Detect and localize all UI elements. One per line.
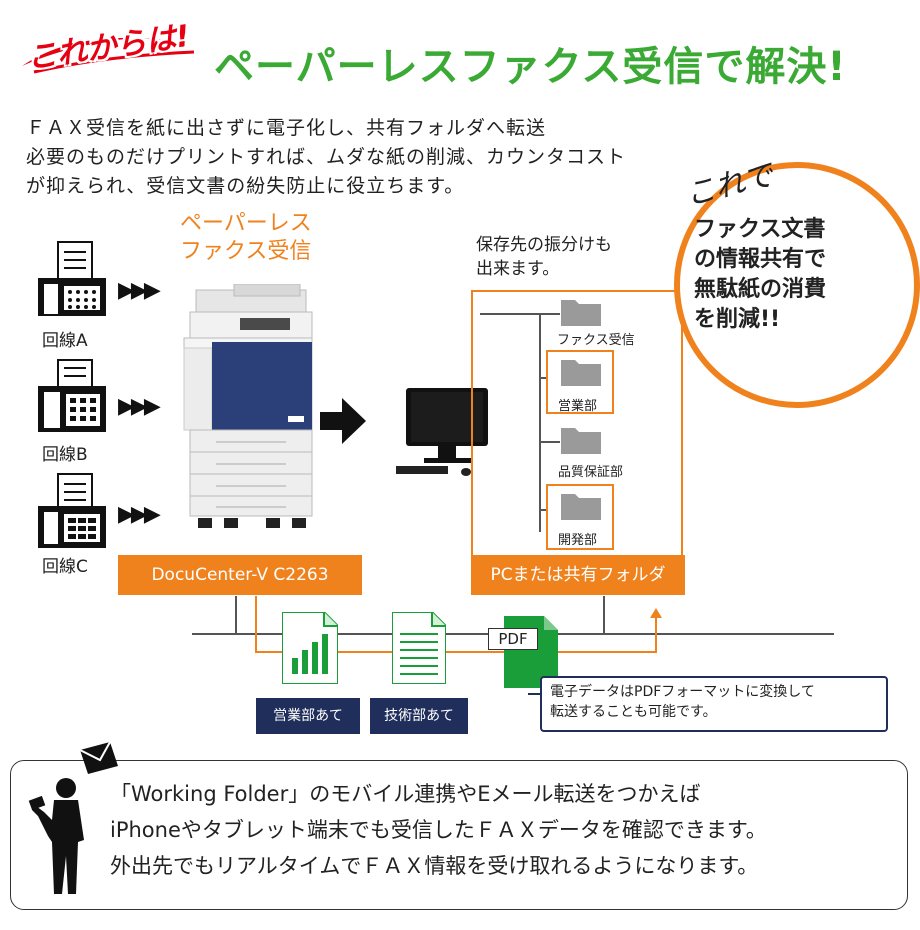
circle-line: ファクス文書 (694, 217, 826, 242)
storage-line: 出来ます。 (476, 259, 560, 279)
bottom-line: 「Working Folder」のモバイル連携やEメール転送をつかえば (110, 782, 701, 806)
circle-line: 無駄紙の消費 (694, 277, 827, 302)
dept-label-tech: 技術部あて (370, 698, 468, 734)
folder-icon (561, 494, 601, 520)
circle-line: を削減!! (694, 307, 781, 332)
pc-folder-label: PCまたは共有フォルダ (471, 555, 685, 595)
badge-swoosh-icon (22, 37, 195, 74)
folder-tree (480, 313, 560, 532)
folder-label: ファクス受信 (557, 333, 635, 348)
mobile-info-box (10, 760, 908, 910)
folder-icon (561, 300, 601, 326)
circle-text: ファクス文書 の情報共有で 無駄紙の消費 を削減!! (694, 215, 826, 335)
paperless-line: ペーパーレス (180, 211, 312, 236)
folder-label: 開発部 (558, 533, 598, 548)
intro-text: ＦＡＸ受信を紙に出さずに電子化し、共有フォルダへ転送 必要のものだけプリントすれ… (26, 114, 626, 201)
text-document-icon (392, 612, 446, 684)
intro-line: ＦＡＸ受信を紙に出さずに電子化し、共有フォルダへ転送 (26, 117, 547, 139)
businessman-silhouette-icon (28, 778, 84, 894)
folder-icon (561, 428, 601, 454)
line-label-a: 回線A (42, 331, 88, 351)
bottom-line: 外出先でもリアルタイムでＦＡＸ情報を受け取れるようになります。 (110, 854, 759, 878)
intro-line: が抑えられ、受信文書の紛失防止に役立ちます。 (26, 175, 465, 197)
device-name: DocuCenter-V C2263 (118, 555, 362, 595)
page-title: ペーパーレスファクス受信で解決! (214, 44, 847, 90)
circle-line: の情報共有で (694, 247, 827, 272)
arrow-icon: ▶▶▶ (118, 278, 161, 303)
fax-machine-icon (38, 241, 106, 316)
bottom-line: iPhoneやタブレット端末でも受信したＦＡＸデータを確認できます。 (110, 818, 767, 842)
mobile-info-text: 「Working Folder」のモバイル連携やEメール転送をつかえば iPho… (110, 776, 767, 884)
folder-icon (561, 360, 601, 386)
intro-line: 必要のものだけプリントすれば、ムダな紙の削減、カウンタコスト (26, 146, 627, 168)
folder-label: 営業部 (558, 399, 598, 414)
dept-label-sales: 営業部あて (256, 698, 360, 734)
mail-envelope-icon (80, 742, 118, 774)
callout-line: 電子データはPDFフォーマットに変換して (550, 684, 815, 700)
callout-line: 転送することも可能です。 (550, 704, 717, 720)
paperless-line: ファクス受信 (180, 239, 312, 264)
arrow-icon: ▶▶▶ (118, 502, 161, 527)
paperless-label: ペーパーレス ファクス受信 (180, 210, 312, 266)
fax-machine-icon (38, 359, 106, 432)
folder-label: 品質保証部 (558, 465, 624, 480)
benefit-circle (674, 162, 920, 408)
folder-highlight (546, 350, 614, 414)
shared-folder-frame (471, 290, 683, 555)
printer-icon (183, 284, 313, 528)
folder-highlight (546, 484, 614, 550)
badge (14, 26, 202, 78)
line-label-c: 回線C (42, 557, 88, 577)
pdf-callout: 電子データはPDFフォーマットに変換して 転送することも可能です。 (540, 676, 888, 732)
fax-machine-icon (38, 473, 106, 548)
pdf-label: PDF (488, 628, 538, 650)
storage-line: 保存先の振分けも (476, 235, 612, 255)
storage-note: 保存先の振分けも 出来ます。 (476, 233, 612, 281)
arrow-icon: ▶▶▶ (118, 394, 161, 419)
chart-document-icon (282, 612, 338, 684)
right-arrow-icon (320, 398, 366, 444)
line-label-b: 回線B (42, 445, 88, 465)
